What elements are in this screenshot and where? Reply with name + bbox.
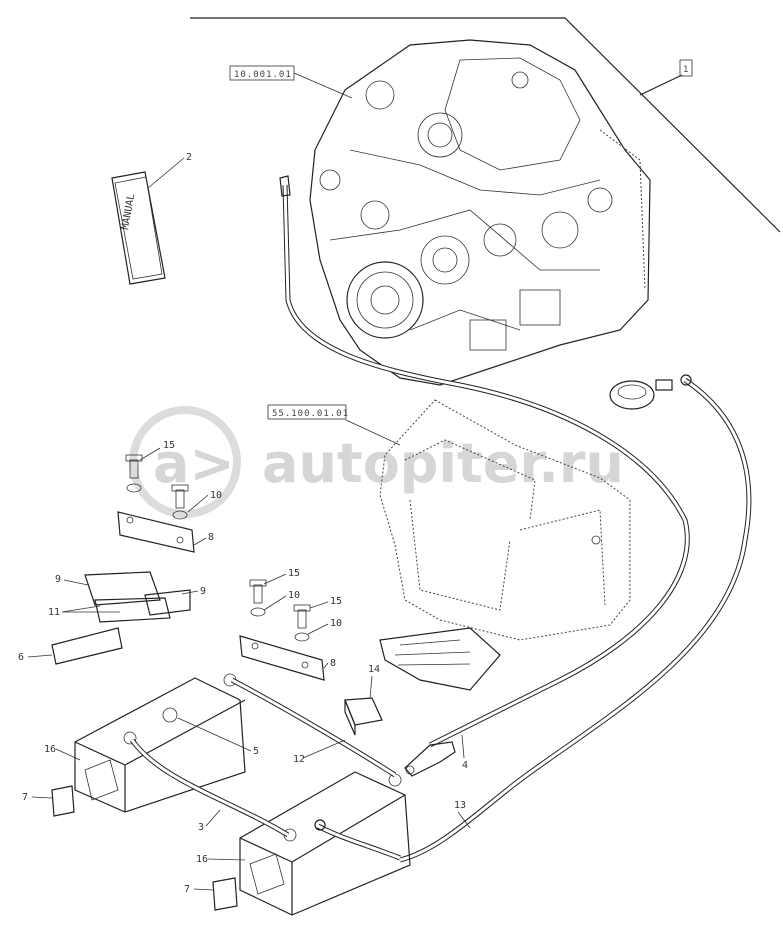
holders: 9 9 11 <box>48 571 206 623</box>
callout-10a: 10 <box>210 490 222 501</box>
insulation-pad: 6 <box>18 627 123 665</box>
callout-12: 12 <box>293 754 305 765</box>
battery-icon-2: 16 <box>196 771 411 916</box>
cable-lug <box>404 741 456 777</box>
engine-ref-tag: 10.001.01 <box>229 65 353 99</box>
kit-ref-label: 1 <box>683 65 689 75</box>
callout-3: 3 <box>198 822 204 833</box>
callout-16a: 16 <box>44 744 56 755</box>
engine-ref-label: 10.001.01 <box>234 70 292 80</box>
kit-bracket <box>190 17 781 233</box>
cable-callouts: 12 4 13 3 <box>198 734 471 833</box>
engine-icon <box>309 39 651 386</box>
callout-7a: 7 <box>22 792 28 803</box>
callout-9a: 9 <box>55 574 61 585</box>
callout-8b: 8 <box>330 658 336 669</box>
callout-9b: 9 <box>200 586 206 597</box>
callout-8a: 8 <box>208 532 214 543</box>
warning-labels: 7 7 <box>22 785 238 911</box>
manual-title: MANUAL <box>120 193 137 230</box>
battery-box-ref-label: 55.100.01.01 <box>272 409 349 419</box>
battery-link-cables <box>129 677 401 861</box>
clamp-hardware-upper: 15 10 8 <box>117 440 222 553</box>
watermark-logo: a> <box>153 432 235 495</box>
callout-15b: 15 <box>288 568 300 579</box>
watermark-text: autopiter.ru <box>262 432 624 495</box>
terminal-cover: 14 <box>344 664 383 736</box>
watermark: a> autopiter.ru <box>129 406 624 518</box>
callout-15a: 15 <box>163 440 175 451</box>
callout-7b: 7 <box>184 884 190 895</box>
callout-2: 2 <box>186 152 192 163</box>
callout-5: 5 <box>253 746 259 757</box>
callout-4: 4 <box>462 760 468 771</box>
callout-10b: 10 <box>288 590 300 601</box>
manual-icon: MANUAL 2 <box>111 152 192 285</box>
clamp-hardware-lower: 15 10 15 10 8 <box>239 568 342 681</box>
callout-15c: 15 <box>330 596 342 607</box>
callout-13: 13 <box>454 800 466 811</box>
battery-box-ref-tag: 55.100.01.01 <box>267 404 401 446</box>
callout-10c: 10 <box>330 618 342 629</box>
callout-11: 11 <box>48 607 60 618</box>
ground-cable <box>279 175 690 748</box>
battery-icon-1: 16 5 <box>44 673 259 813</box>
callout-16b: 16 <box>196 854 208 865</box>
callout-14: 14 <box>368 664 380 675</box>
battery-box <box>379 399 631 691</box>
switch-icon <box>609 379 673 410</box>
kit-ref-tag: 1 <box>679 59 693 77</box>
positive-cable <box>399 374 752 863</box>
callout-6: 6 <box>18 652 24 663</box>
